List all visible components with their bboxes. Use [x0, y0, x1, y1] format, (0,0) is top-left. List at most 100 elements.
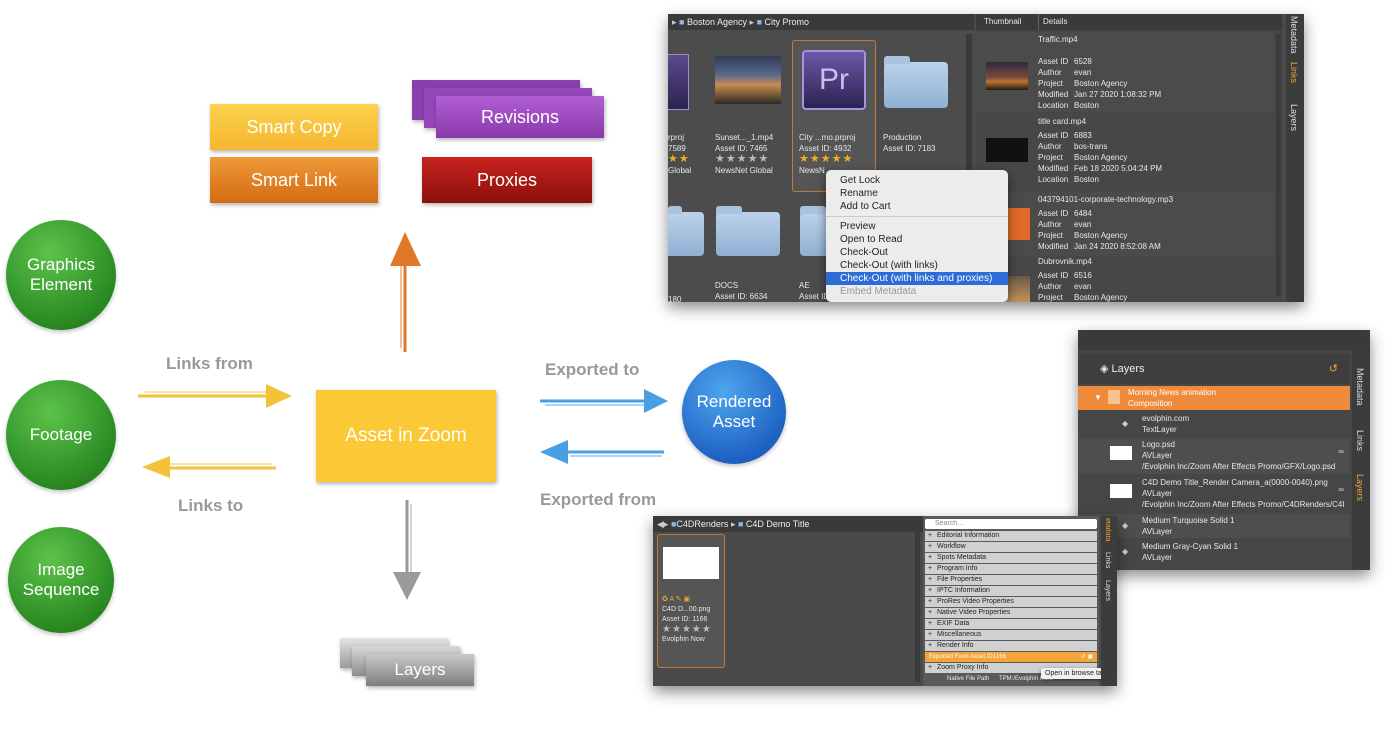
section-row[interactable]: Spots Metadata — [925, 553, 1097, 563]
footage-node: Footage — [6, 380, 116, 490]
refresh-icon[interactable]: ↺ — [1328, 363, 1338, 375]
layer-row-composition[interactable]: ▼ Morning News animation Composition — [1078, 386, 1350, 410]
link-icon[interactable]: ∞ — [1338, 485, 1344, 494]
detail-row[interactable]: 043794101-corporate-technology.mp3 Asset… — [976, 192, 1274, 256]
tile-info: rproj 7589 ★★ Global — [668, 133, 692, 175]
grid-scrollbar[interactable] — [915, 518, 920, 682]
detail-title: Dubrovnik.mp4 — [1038, 257, 1092, 266]
grid-scrollbar[interactable] — [966, 34, 972, 296]
detail-title: 043794101-corporate-technology.mp3 — [1038, 195, 1174, 204]
native-path-row: Native File Path TPM:/Evolphin Inc/Z — [947, 676, 1054, 682]
layer-row[interactable]: ◆ evolphin.com TextLayer — [1122, 414, 1190, 434]
layer-thumbnail — [1110, 446, 1132, 460]
side-tab-bar: Metadata Links Layers — [1352, 350, 1370, 570]
section-row[interactable]: Workflow — [925, 542, 1097, 552]
folder-icon[interactable] — [668, 206, 704, 256]
section-row[interactable]: Native Video Properties — [925, 608, 1097, 618]
tile-info: AE Asset ID: — [799, 281, 832, 301]
layer-row[interactable]: ◆ Medium Gray-Cyan Solid 1 AVLayer — [1122, 542, 1239, 562]
asset-in-zoom-box: Asset in Zoom — [316, 390, 496, 482]
search-input[interactable]: Search... — [925, 519, 1097, 529]
section-row[interactable]: ProRes Video Properties — [925, 597, 1097, 607]
chevron-down-icon[interactable]: ▼ — [1094, 393, 1102, 402]
badge-icons: ✪ A ✎ ▣ — [662, 596, 691, 603]
menu-check-out-links[interactable]: Check-Out (with links) — [840, 260, 938, 271]
side-tab-bar: Metadata Links Layers — [1286, 14, 1304, 302]
down-arrow — [393, 500, 421, 600]
section-row[interactable]: Editorial Information — [925, 531, 1097, 541]
menu-separator — [826, 216, 1008, 217]
breadcrumb-item[interactable]: C4D Demo Title — [745, 519, 810, 529]
details-scrollbar[interactable] — [1276, 34, 1281, 296]
folder-icon[interactable] — [716, 206, 780, 256]
asset-tile[interactable]: ✪ A ✎ ▣ C4D D...00.png Asset ID: 1166 ★★… — [657, 534, 725, 668]
asset-thumbnail — [663, 547, 719, 579]
tab-links[interactable]: Links — [1289, 62, 1299, 84]
tile-info: C4D D...00.png Asset ID: 1166 ★★★★★ Evol… — [662, 606, 712, 643]
exported-to-arrow — [540, 389, 668, 413]
c4d-browser-panel: ◀▸ ■C4DRenders ▸ ■ C4D Demo Title ✪ A ✎ … — [653, 516, 1117, 686]
section-row[interactable]: Program Info — [925, 564, 1097, 574]
tab-metadata[interactable]: etadata — [1104, 518, 1111, 542]
breadcrumb-item[interactable]: City Promo — [764, 17, 810, 27]
tab-metadata[interactable]: Metadata — [1289, 16, 1299, 54]
sunset-thumbnail[interactable] — [715, 56, 781, 104]
tile-info: DOCS Asset ID: 6634 — [715, 281, 768, 301]
up-arrow — [390, 232, 421, 352]
detail-title: title card.mp4 — [1038, 117, 1087, 126]
image-sequence-node: Image Sequence — [8, 527, 114, 633]
layer-row[interactable]: Logo.psd AVLayer /Evolphin Inc/Zoom Afte… — [1078, 438, 1350, 474]
link-icon[interactable]: ∞ — [1338, 447, 1344, 456]
smart-copy-box: Smart Copy — [210, 104, 378, 150]
smart-link-box: Smart Link — [210, 157, 378, 203]
section-row[interactable]: File Properties — [925, 575, 1097, 585]
tile-info: City ...mo.prproj Asset ID: 4932 ★★★★★ N… — [799, 133, 856, 175]
tab-layers[interactable]: Layers — [1355, 474, 1365, 502]
links-from-label: Links from — [166, 354, 253, 373]
menu-add-to-cart[interactable]: Add to Cart — [840, 201, 891, 212]
context-menu: Get Lock Rename Add to Cart Preview Open… — [826, 170, 1008, 302]
menu-rename[interactable]: Rename — [840, 188, 878, 199]
tile-info: Production Asset ID: 7183 — [883, 133, 936, 153]
tab-links[interactable]: Links — [1104, 552, 1111, 569]
tab-layers[interactable]: Layers — [1289, 104, 1299, 132]
breadcrumb: ▸ ■ Boston Agency ▸ ■ City Promo — [668, 14, 974, 30]
menu-open-to-read[interactable]: Open to Read — [840, 234, 903, 245]
section-row[interactable]: Zoom Proxy Info — [925, 663, 1097, 673]
section-row[interactable]: Miscellaneous — [925, 630, 1097, 640]
tooltip: Open in browse tab — [1041, 668, 1110, 679]
open-link-icon[interactable]: ↺ ▣ — [1080, 654, 1093, 660]
layers-box: Layers — [366, 654, 474, 686]
layers-panel: ◈ Layers ↺ ▼ Morning News animation Comp… — [1078, 330, 1370, 570]
menu-preview[interactable]: Preview — [840, 221, 876, 232]
menu-embed-metadata[interactable]: Embed Metadata — [840, 286, 917, 297]
layers-title: Layers — [1111, 363, 1145, 375]
folder-icon[interactable] — [884, 56, 948, 108]
exported-from-arrow — [540, 440, 664, 464]
traffic-thumbnail — [986, 62, 1028, 90]
layer-row[interactable]: ◆ Medium Turquoise Solid 1 AVLayer — [1078, 514, 1350, 538]
tab-links[interactable]: Links — [1355, 430, 1365, 452]
section-row[interactable]: Render Info — [925, 641, 1097, 651]
breadcrumb-item[interactable]: Boston Agency — [686, 17, 748, 27]
tab-layers[interactable]: Layers — [1104, 580, 1111, 602]
breadcrumb-item[interactable]: C4DRenders — [676, 519, 729, 529]
metadata-sections: Editorial Information Workflow Spots Met… — [925, 530, 1097, 685]
layer-row[interactable]: C4D Demo Title_Render Camera_a(0000-0040… — [1078, 476, 1350, 512]
menu-check-out-links-proxies[interactable]: Check-Out (with links and proxies) — [826, 272, 1008, 285]
tab-metadata[interactable]: Metadata — [1355, 368, 1365, 406]
exported-from-row[interactable]: Exported From Asset ID 1166 ↺ ▣ — [925, 652, 1097, 662]
menu-check-out[interactable]: Check-Out — [840, 247, 888, 258]
section-row[interactable]: IPTC Information — [925, 586, 1097, 596]
section-row[interactable]: EXIF Data — [925, 619, 1097, 629]
tile-info: Sunset..._1.mp4 Asset ID: 7465 ★★★★★ New… — [715, 133, 774, 175]
proxies-box: Proxies — [422, 157, 592, 203]
menu-get-lock[interactable]: Get Lock — [840, 175, 881, 186]
layer-icon: ◆ — [1122, 521, 1129, 530]
